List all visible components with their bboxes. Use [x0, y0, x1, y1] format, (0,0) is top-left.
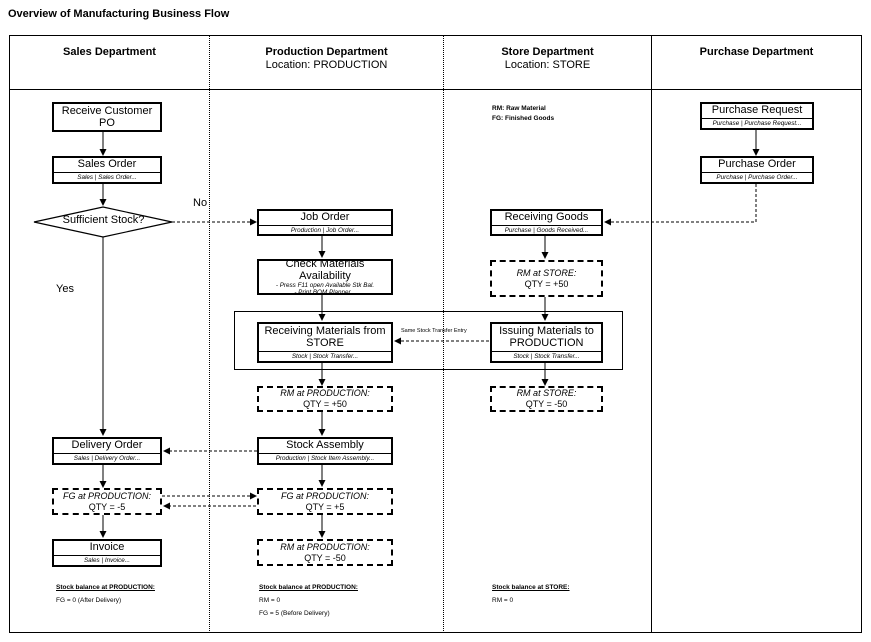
- delivery-order-node: Delivery Order Sales | Delivery Order...: [52, 437, 162, 465]
- column-header-production: Production Department Location: PRODUCTI…: [210, 46, 443, 71]
- column-header-purchase: Purchase Department: [652, 46, 861, 58]
- node-note: - Press F11 open Available Stk Bal.: [275, 281, 375, 289]
- node-title: Purchase Order: [718, 158, 796, 170]
- node-title: Issuing Materials to: [499, 324, 594, 337]
- receiving-goods-node: Receiving Goods Purchase | Goods Receive…: [490, 209, 603, 236]
- column-divider: [209, 35, 210, 633]
- node-title-line2: STORE: [306, 336, 344, 349]
- column-name: Purchase Department: [699, 46, 814, 58]
- diagram-title: Overview of Manufacturing Business Flow: [8, 8, 230, 20]
- node-qty: QTY = -50: [525, 399, 568, 409]
- column-divider: [651, 35, 652, 633]
- node-title: Invoice: [89, 541, 125, 553]
- receiving-materials-node: Receiving Materials from STORE Stock | S…: [257, 322, 393, 363]
- balance-line: RM = 0: [259, 597, 281, 604]
- balance-line: RM = 0: [492, 597, 514, 604]
- fg-production-plus-node: FG at PRODUCTION: QTY = +5: [257, 488, 393, 515]
- column-location: Location: PRODUCTION: [265, 59, 388, 71]
- sales-order-node: Sales Order Sales | Sales Order...: [52, 156, 162, 184]
- column-name: Sales Department: [63, 46, 156, 58]
- rm-store-minus-node: RM at STORE: QTY = -50: [490, 386, 603, 412]
- purchase-order-node: Purchase Order Purchase | Purchase Order…: [700, 156, 814, 184]
- node-title-line2: PO: [99, 117, 115, 129]
- transfer-group-frame: [234, 311, 623, 370]
- node-qty: QTY = -50: [304, 552, 346, 563]
- node-title: Receiving Goods: [504, 210, 589, 223]
- balance-heading-sales: Stock balance at PRODUCTION:: [56, 584, 155, 591]
- node-path: Stock | Stock Transfer...: [492, 350, 601, 361]
- node-path: Purchase | Purchase Request...: [702, 118, 812, 128]
- header-divider: [9, 89, 862, 90]
- node-title: Receive Customer: [61, 105, 153, 117]
- legend: RM: Raw Material FG: Finished Goods: [492, 104, 554, 124]
- check-materials-node: Check Materials Availability - Press F11…: [257, 257, 393, 296]
- node-title: RM at PRODUCTION:: [280, 388, 370, 398]
- node-path: Sales | Invoice...: [54, 555, 160, 565]
- purchase-request-node: Purchase Request Purchase | Purchase Req…: [700, 102, 814, 130]
- legend-rm: RM: Raw Material: [492, 105, 546, 112]
- diagram-frame: [9, 35, 862, 633]
- balance-line: FG = 5 (Before Delivery): [259, 610, 330, 617]
- column-location: Location: STORE: [504, 59, 591, 71]
- node-title: Check Materials Availability: [285, 257, 365, 282]
- column-header-sales: Sales Department: [10, 46, 209, 58]
- edge-label-yes: Yes: [56, 283, 74, 295]
- node-path: Purchase | Purchase Order...: [702, 172, 812, 182]
- column-divider: [443, 35, 444, 633]
- balance-line: FG = 0 (After Delivery): [56, 597, 122, 604]
- column-name: Production Department: [265, 46, 388, 58]
- balance-heading-store: Stock balance at STORE:: [492, 584, 570, 591]
- node-path: Production | Job Order...: [259, 224, 391, 235]
- rm-production-plus-node: RM at PRODUCTION: QTY = +50: [257, 386, 393, 412]
- issuing-materials-node: Issuing Materials to PRODUCTION Stock | …: [490, 322, 603, 363]
- node-qty: QTY = +5: [305, 501, 345, 512]
- node-title: Job Order: [300, 210, 350, 223]
- node-title: RM at PRODUCTION:: [280, 541, 370, 552]
- node-path: Production | Stock Item Assembly...: [259, 453, 391, 463]
- node-qty: QTY = +50: [524, 278, 569, 289]
- sufficient-stock-label: Sufficient Stock?: [62, 214, 145, 226]
- node-title: FG at PRODUCTION:: [280, 490, 369, 501]
- rm-store-plus-node: RM at STORE: QTY = +50: [490, 260, 603, 297]
- column-name: Store Department: [501, 46, 594, 58]
- edge-label-no: No: [193, 197, 208, 209]
- node-title: Sales Order: [77, 158, 137, 170]
- node-qty: QTY = -5: [88, 501, 126, 512]
- balance-heading-production: Stock balance at PRODUCTION:: [259, 584, 358, 591]
- edge-label-same-entry: Same Stock Transfer Entry: [401, 328, 467, 334]
- node-qty: QTY = +50: [303, 399, 347, 409]
- node-title-line2: PRODUCTION: [509, 336, 584, 349]
- receive-po-node: Receive Customer PO: [52, 102, 162, 132]
- invoice-node: Invoice Sales | Invoice...: [52, 539, 162, 567]
- stock-assembly-node: Stock Assembly Production | Stock Item A…: [257, 437, 393, 465]
- fg-production-minus-node: FG at PRODUCTION: QTY = -5: [52, 488, 162, 515]
- column-header-store: Store Department Location: STORE: [444, 46, 651, 71]
- node-title: Stock Assembly: [286, 439, 364, 451]
- node-title: RM at STORE:: [516, 267, 577, 278]
- node-path: Sales | Delivery Order...: [54, 453, 160, 463]
- node-title: Delivery Order: [71, 439, 143, 451]
- node-title: RM at STORE:: [516, 388, 577, 398]
- node-title: FG at PRODUCTION:: [62, 490, 151, 501]
- legend-fg: FG: Finished Goods: [492, 115, 555, 122]
- node-path: Sales | Sales Order...: [54, 172, 160, 182]
- node-path: Stock | Stock Transfer...: [259, 350, 391, 361]
- job-order-node: Job Order Production | Job Order...: [257, 209, 393, 236]
- node-note: - Print BOM Planner...: [294, 289, 356, 296]
- node-title: Purchase Request: [711, 104, 803, 116]
- node-title: Receiving Materials from: [264, 324, 386, 337]
- rm-production-minus-node: RM at PRODUCTION: QTY = -50: [257, 539, 393, 566]
- node-path: Purchase | Goods Received...: [492, 224, 601, 235]
